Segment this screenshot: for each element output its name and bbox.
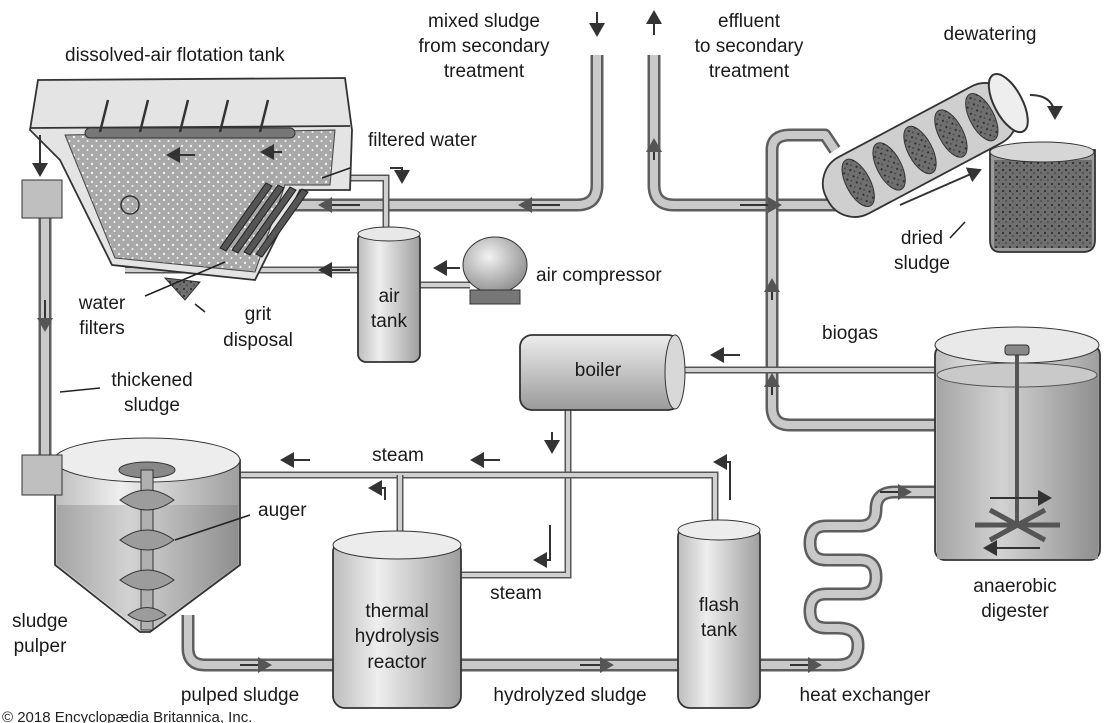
label-sludge-pulper-line2: pulper — [14, 636, 67, 657]
label-dried-sludge-line2: sludge — [894, 253, 950, 274]
label-anaerobic-line1: anaerobic — [973, 576, 1056, 597]
label-dried-sludge-line1: dried — [901, 228, 943, 249]
label-thermal-line1: thermal — [365, 601, 428, 622]
label-water-filters-line2: filters — [79, 318, 124, 339]
label-effluent-line1: effluent — [718, 11, 781, 32]
label-filtered-water: filtered water — [368, 130, 477, 151]
label-air-tank-line1: air — [378, 286, 400, 307]
dried-sludge-bin — [989, 141, 1096, 253]
label-boiler: boiler — [575, 360, 622, 381]
label-daf-tank: dissolved-air flotation tank — [65, 45, 285, 66]
auger-screw — [119, 469, 175, 631]
effluent-outlet-pipe — [647, 55, 840, 212]
label-sludge-pulper-line1: sludge — [12, 611, 68, 632]
water-filter-plates — [219, 182, 309, 258]
dissolved-air-flotation-tank — [21, 77, 353, 301]
label-biogas: biogas — [822, 323, 878, 344]
label-flash-tank-line2: tank — [701, 620, 737, 641]
heat-exchanger-coil — [760, 485, 935, 672]
label-air-compressor: air compressor — [536, 265, 662, 286]
flow-arrows — [37, 10, 912, 673]
thermal-hydrolysis-reactor — [332, 530, 462, 709]
label-mixed-sludge-line1: mixed sludge — [428, 11, 540, 32]
label-auger: auger — [258, 500, 307, 521]
label-grit-disposal-line2: disposal — [223, 330, 293, 351]
label-effluent-line3: treatment — [709, 61, 790, 82]
label-hydrolyzed-sludge: hydrolyzed sludge — [493, 685, 646, 706]
label-grit-disposal-line1: grit — [245, 304, 272, 325]
mixed-sludge-inlet-pipe — [290, 55, 604, 212]
flash-tank — [677, 519, 761, 709]
digester-to-dewatering-pipe — [765, 128, 935, 432]
label-thickened-sludge-line2: sludge — [124, 395, 180, 416]
dewatering-screw — [821, 73, 1063, 218]
label-thermal-line2: hydrolysis — [355, 626, 439, 647]
label-mixed-sludge-line2: from secondary — [419, 36, 550, 57]
label-flash-tank-line1: flash — [699, 595, 739, 616]
label-thickened-sludge-line1: thickened — [111, 370, 192, 391]
pulped-sludge-pipe — [181, 615, 340, 672]
boiler — [519, 334, 686, 411]
label-steam-top: steam — [372, 445, 424, 466]
label-steam-bottom: steam — [490, 583, 542, 604]
copyright-notice: © 2018 Encyclopædia Britannica, Inc. — [2, 709, 252, 723]
label-mixed-sludge-line3: treatment — [444, 61, 525, 82]
label-air-tank-line2: tank — [371, 311, 407, 332]
air-tank — [357, 226, 421, 363]
air-compressor — [462, 236, 528, 305]
anaerobic-digester — [934, 326, 1101, 561]
labels: dissolved-air flotation tank mixed sludg… — [2, 11, 1057, 723]
sludge-pulper — [21, 437, 241, 633]
label-heat-exchanger: heat exchanger — [800, 685, 932, 706]
label-effluent-line2: to secondary — [695, 36, 804, 57]
label-dewatering: dewatering — [944, 24, 1037, 45]
leader-lines — [59, 167, 966, 541]
label-anaerobic-line2: digester — [981, 601, 1049, 622]
label-thermal-line3: reactor — [367, 652, 427, 673]
label-water-filters-line1: water — [78, 293, 126, 314]
digester-mixer-blades — [975, 507, 1060, 543]
steam-pipes — [238, 410, 719, 579]
label-pulped-sludge: pulped sludge — [181, 685, 299, 706]
skimmer-paddles — [98, 99, 270, 133]
